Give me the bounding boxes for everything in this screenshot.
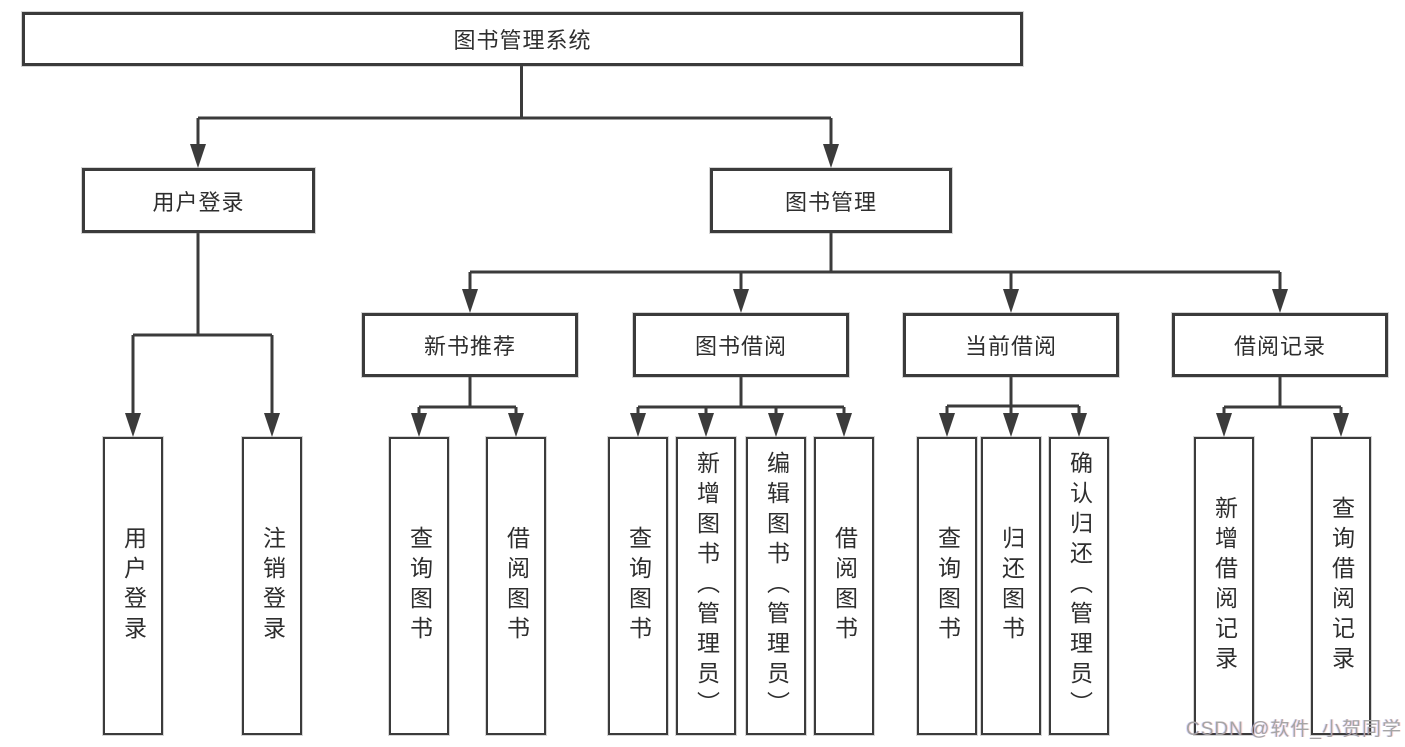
- arrowhead-icons: [125, 144, 1349, 437]
- node-book-borrowing: 图书借阅: [633, 313, 849, 377]
- node-borrowing-records: 借阅记录: [1172, 313, 1388, 377]
- node-current-borrowing-label: 当前借阅: [964, 334, 1057, 359]
- leaf-user-login-label: 用户登录: [120, 526, 147, 646]
- leaf-add-borrow-record-label: 新增借阅记录: [1211, 496, 1238, 676]
- node-current-borrowing: 当前借阅: [903, 313, 1119, 377]
- node-book-management: 图书管理: [710, 168, 952, 233]
- node-new-book-recommendation-label: 新书推荐: [423, 334, 516, 359]
- leaf-query-books-1-label: 查询图书: [406, 526, 433, 646]
- node-new-book-recommendation: 新书推荐: [362, 313, 578, 377]
- leaf-query-borrow-record-label: 查询借阅记录: [1328, 496, 1355, 676]
- leaf-query-books-3-label: 查询图书: [934, 526, 961, 646]
- leaf-confirm-return-admin-label: 确认归还（管理员）: [1066, 451, 1093, 721]
- node-user-login: 用户登录: [82, 168, 315, 233]
- leaf-borrow-books-1: 借阅图书: [486, 437, 546, 735]
- leaf-query-books-1: 查询图书: [389, 437, 449, 735]
- leaf-edit-books-admin: 编辑图书（管理员）: [746, 437, 806, 735]
- leaf-query-borrow-record: 查询借阅记录: [1311, 437, 1371, 735]
- leaf-add-books-admin: 新增图书（管理员）: [676, 437, 736, 735]
- node-library-management-system: 图书管理系统: [22, 12, 1023, 66]
- leaf-logout: 注销登录: [242, 437, 302, 735]
- node-borrowing-records-label: 借阅记录: [1233, 334, 1326, 359]
- watermark: CSDN @软件_小贺同学: [1186, 719, 1402, 740]
- leaf-user-login: 用户登录: [103, 437, 163, 735]
- leaf-query-books-2-label: 查询图书: [625, 526, 652, 646]
- node-book-borrowing-label: 图书借阅: [694, 334, 787, 359]
- leaf-return-books: 归还图书: [981, 437, 1041, 735]
- node-user-login-label: 用户登录: [152, 189, 245, 215]
- leaf-borrow-books-2-label: 借阅图书: [831, 526, 858, 646]
- leaf-borrow-books-2: 借阅图书: [814, 437, 874, 735]
- node-book-management-label: 图书管理: [784, 189, 877, 215]
- leaf-query-books-2: 查询图书: [608, 437, 668, 735]
- leaf-confirm-return-admin: 确认归还（管理员）: [1049, 437, 1109, 735]
- leaf-query-books-3: 查询图书: [917, 437, 977, 735]
- node-library-management-system-label: 图书管理系统: [453, 28, 592, 53]
- leaf-edit-books-admin-label: 编辑图书（管理员）: [763, 451, 790, 721]
- leaf-add-books-admin-label: 新增图书（管理员）: [693, 451, 720, 721]
- leaf-logout-label: 注销登录: [259, 526, 286, 646]
- leaf-return-books-label: 归还图书: [998, 526, 1025, 646]
- leaf-add-borrow-record: 新增借阅记录: [1194, 437, 1254, 735]
- leaf-borrow-books-1-label: 借阅图书: [503, 526, 530, 646]
